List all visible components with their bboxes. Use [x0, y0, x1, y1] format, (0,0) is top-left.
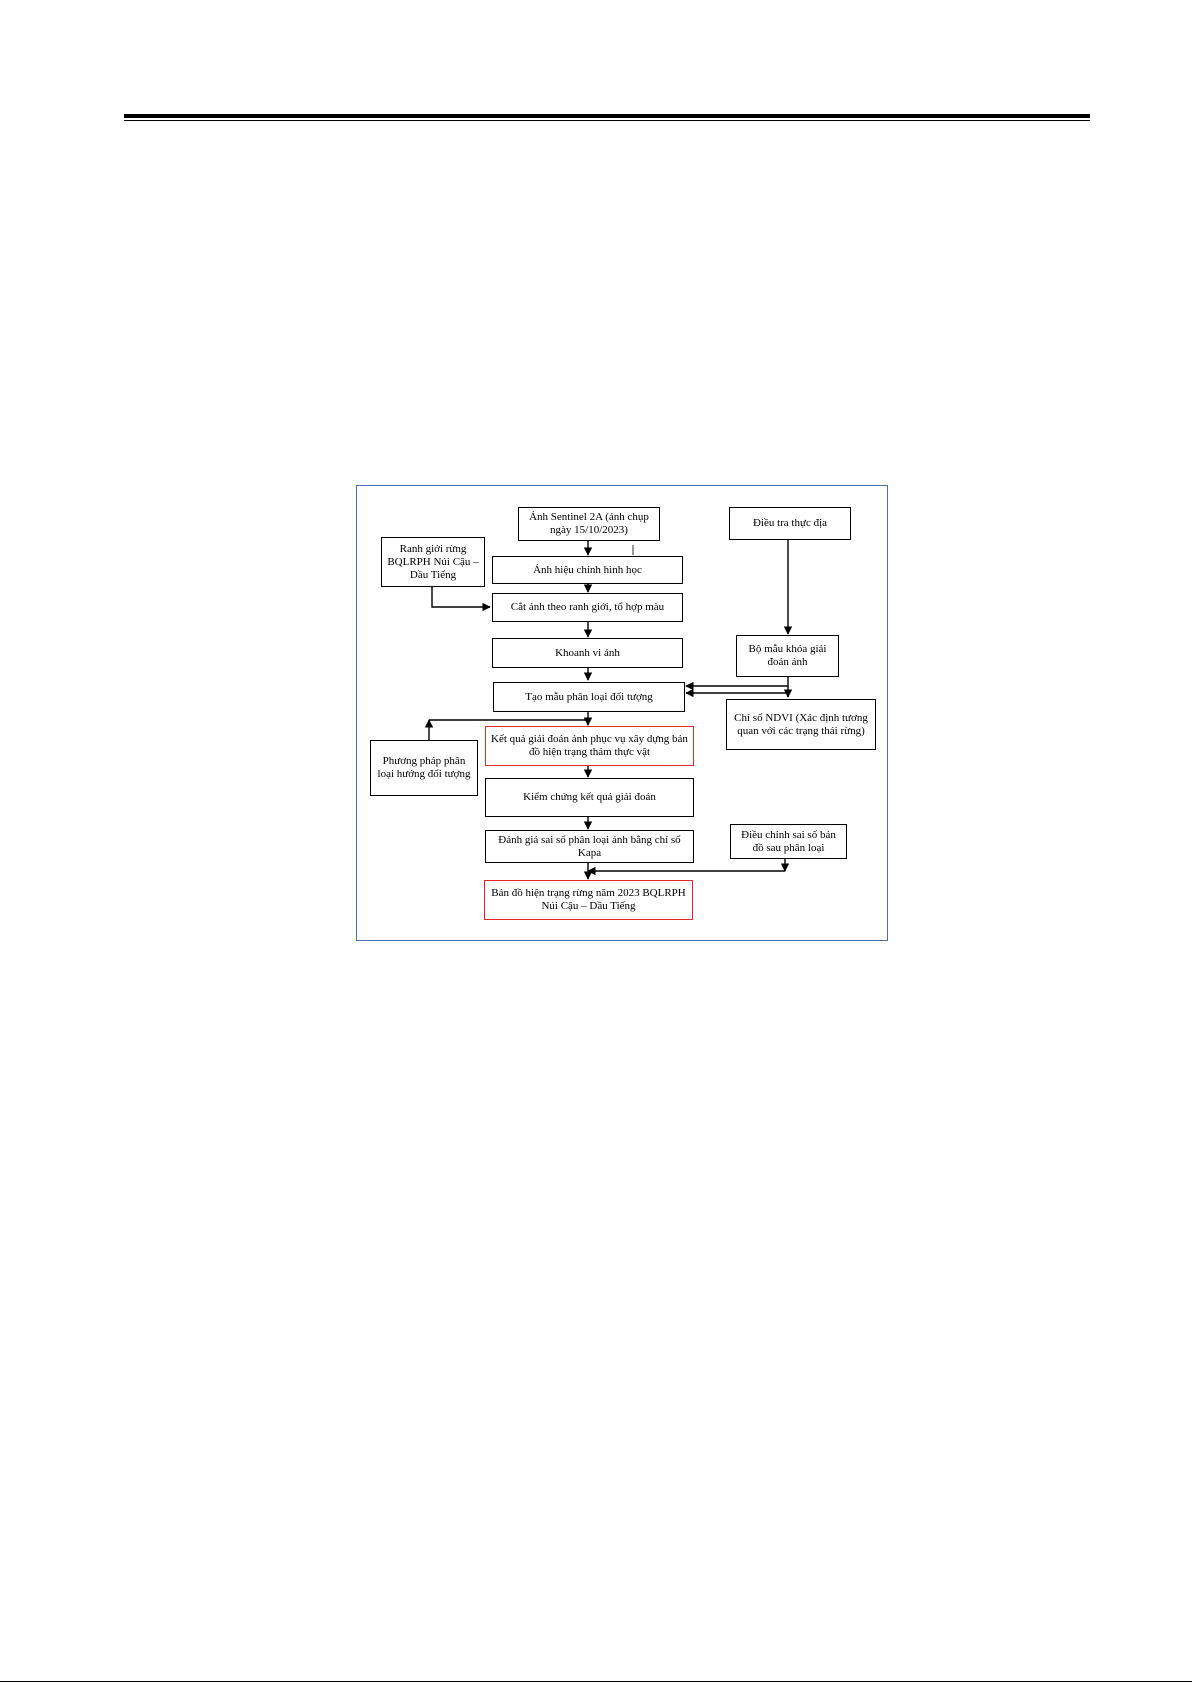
node-dieuchinh-label: Điều chỉnh sai số bản đồ sau phân loại: [741, 828, 836, 854]
node-sentinel: Ảnh Sentinel 2A (ảnh chụp ngày 15/10/202…: [518, 507, 660, 541]
node-kiemchung: Kiểm chứng kết quả giải đoán: [485, 778, 694, 817]
node-catanh-label: Cắt ảnh theo ranh giới, tổ hợp màu: [510, 601, 665, 613]
node-phuongphap-label: Phương pháp phân loại hướng đối tượng: [377, 755, 471, 780]
node-bando-label: Bản đồ hiện trạng rừng năm 2023 BQLRPH N…: [491, 887, 686, 912]
node-bomau-label: Bộ mẫu khóa giải đoán ảnh: [748, 643, 827, 668]
header-rule-thick: [124, 114, 1090, 118]
node-danhgia-label: Đánh giá sai số phân loại ảnh bằng chỉ s…: [498, 833, 681, 859]
flowchart-frame: [356, 485, 888, 941]
node-bomau: Bộ mẫu khóa giải đoán ảnh: [736, 635, 839, 677]
node-ndvi-label: Chỉ số NDVI (Xác định tương quan với các…: [734, 711, 868, 737]
node-dieutra: Điều tra thực địa: [729, 507, 851, 540]
node-sentinel-label: Ảnh Sentinel 2A (ảnh chụp ngày 15/10/202…: [529, 511, 649, 536]
node-phuongphap: Phương pháp phân loại hướng đối tượng: [370, 740, 478, 796]
node-ranhgioi: Ranh giới rừng BQLRPH Núi Cậu – Dầu Tiến…: [381, 537, 485, 587]
node-khoanhvi-label: Khoanh vi ảnh: [555, 646, 620, 659]
node-hieuchinh-label: Ảnh hiệu chỉnh hình học: [533, 563, 642, 576]
node-kiemchung-label: Kiểm chứng kết quả giải đoán: [523, 791, 656, 803]
node-ketqua-label: Kết quả giải đoán ảnh phục vụ xây dựng b…: [491, 733, 688, 758]
node-taomau-label: Tạo mẫu phân loại đối tượng: [525, 690, 653, 703]
node-khoanhvi: Khoanh vi ảnh: [492, 638, 683, 668]
node-taomau: Tạo mẫu phân loại đối tượng: [493, 682, 685, 712]
node-bando: Bản đồ hiện trạng rừng năm 2023 BQLRPH N…: [484, 880, 693, 920]
node-dieuchinh: Điều chỉnh sai số bản đồ sau phân loại: [730, 824, 847, 859]
footer-rule: [0, 1681, 1192, 1682]
header-rule-thin: [124, 120, 1090, 121]
node-danhgia: Đánh giá sai số phân loại ảnh bằng chỉ s…: [485, 830, 694, 863]
node-ketqua: Kết quả giải đoán ảnh phục vụ xây dựng b…: [485, 726, 694, 766]
node-ndvi: Chỉ số NDVI (Xác định tương quan với các…: [726, 699, 876, 750]
node-hieuchinh: Ảnh hiệu chỉnh hình học: [492, 556, 683, 584]
node-dieutra-label: Điều tra thực địa: [752, 517, 828, 529]
node-catanh: Cắt ảnh theo ranh giới, tổ hợp màu: [492, 593, 683, 622]
node-ranhgioi-label: Ranh giới rừng BQLRPH Núi Cậu – Dầu Tiến…: [387, 542, 479, 581]
